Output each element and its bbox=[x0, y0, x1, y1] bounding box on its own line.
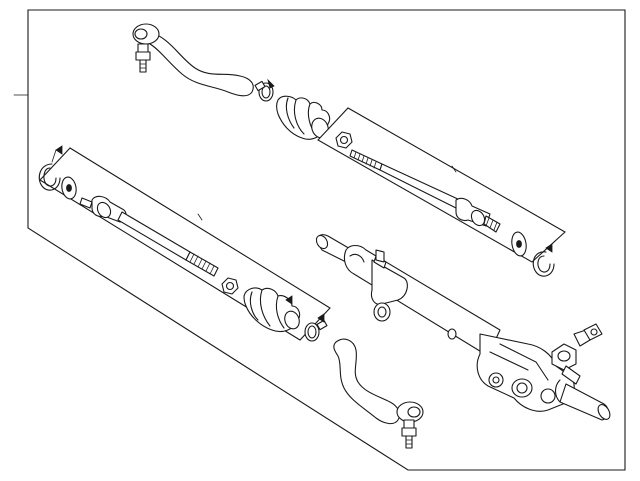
boot-clamp-lower bbox=[304, 313, 328, 342]
frame-leader-line-lower bbox=[197, 213, 203, 221]
outer-tie-rod-end-left bbox=[132, 23, 254, 97]
boot-clamp-upper bbox=[254, 78, 275, 102]
jam-nut-upper bbox=[335, 131, 353, 149]
snap-ring-upper bbox=[532, 239, 557, 277]
inner-tie-rod-lower bbox=[79, 195, 219, 277]
inner-tie-rod-frame-upper bbox=[317, 107, 566, 263]
inner-tie-rod-upper bbox=[349, 149, 501, 233]
bellows-boot-lower bbox=[243, 287, 301, 333]
bellows-boot-upper bbox=[275, 95, 331, 140]
snap-ring-lower bbox=[38, 145, 63, 191]
washer-lower bbox=[61, 176, 77, 200]
jam-nut-lower bbox=[221, 277, 239, 295]
steering-gear-assembly bbox=[315, 234, 611, 421]
outer-tie-rod-end-right bbox=[333, 338, 424, 449]
frame-leader-line-upper bbox=[451, 165, 457, 173]
washer-upper bbox=[511, 231, 527, 257]
